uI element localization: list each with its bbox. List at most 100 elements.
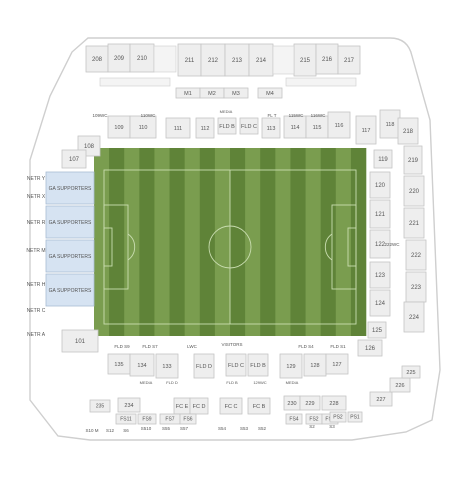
section-117-shape[interactable] xyxy=(355,115,377,145)
section-220[interactable]: 220 xyxy=(403,175,425,207)
section-PS2[interactable]: PS2 xyxy=(329,411,347,423)
section-113[interactable]: 113 xyxy=(261,117,281,139)
upper-north-box-shape[interactable] xyxy=(272,45,295,75)
north-concourse-box-shape[interactable] xyxy=(285,77,357,87)
section-226[interactable]: 226 xyxy=(389,377,411,393)
section-111-shape[interactable] xyxy=(165,117,191,139)
section-227-shape[interactable] xyxy=(369,391,393,407)
section-126[interactable]: 126 xyxy=(357,339,383,357)
section-115[interactable]: 115 xyxy=(305,115,329,139)
upper-north-box[interactable] xyxy=(153,45,177,73)
section-101-shape[interactable] xyxy=(61,329,99,353)
section-219[interactable]: 219 xyxy=(403,145,423,175)
section-222[interactable]: 222 xyxy=(405,239,427,271)
section-119-shape[interactable] xyxy=(373,149,393,169)
section-113-shape[interactable] xyxy=(261,117,281,139)
section-228-shape[interactable] xyxy=(321,395,347,411)
section-134[interactable]: 134 xyxy=(129,353,155,377)
section-PS1-shape[interactable] xyxy=(347,411,363,423)
section-213-shape[interactable] xyxy=(224,43,250,77)
section-211[interactable]: 211 xyxy=(177,43,202,77)
section-222-shape[interactable] xyxy=(405,239,427,271)
section-FLD C[interactable]: FLD C xyxy=(225,353,247,377)
section-213[interactable]: 213 xyxy=(224,43,250,77)
section-215[interactable]: 215 xyxy=(293,43,317,77)
section-121-shape[interactable] xyxy=(369,199,391,229)
section-114[interactable]: 114 xyxy=(283,115,307,139)
section-FC D[interactable]: FC D xyxy=(189,397,209,415)
section-224-shape[interactable] xyxy=(403,301,425,333)
section-125[interactable]: 125 xyxy=(367,321,387,339)
section-FC E[interactable]: FC E xyxy=(173,397,191,415)
ga-supporters-section[interactable]: GA SUPPORTERS xyxy=(45,273,95,307)
section-214[interactable]: 214 xyxy=(248,43,274,77)
section-126-shape[interactable] xyxy=(357,339,383,357)
section-PS2-shape[interactable] xyxy=(329,411,347,423)
section-110[interactable]: 110 xyxy=(129,115,157,139)
section-PS1[interactable]: PS1 xyxy=(347,411,363,423)
section-116-shape[interactable] xyxy=(327,111,351,139)
section-129[interactable]: 129 xyxy=(279,353,303,379)
section-217[interactable]: 217 xyxy=(337,45,361,75)
section-FLD B[interactable]: FLD B xyxy=(247,353,269,377)
section-217-shape[interactable] xyxy=(337,45,361,75)
section-117[interactable]: 117 xyxy=(355,115,377,145)
section-FS2[interactable]: FS2 xyxy=(305,413,323,425)
section-133[interactable]: 133 xyxy=(155,353,179,379)
section-214-shape[interactable] xyxy=(248,43,274,77)
section-FLD B-shape[interactable] xyxy=(247,353,269,377)
section-229[interactable]: 229 xyxy=(299,395,321,411)
section-230[interactable]: 230 xyxy=(283,395,301,411)
section-M3-shape[interactable] xyxy=(223,87,249,99)
section-FC B[interactable]: FC B xyxy=(247,397,271,415)
section-FLD B-shape[interactable] xyxy=(217,117,237,135)
section-224[interactable]: 224 xyxy=(403,301,425,333)
ga-supporters-section-shape[interactable] xyxy=(45,273,95,307)
section-101[interactable]: 101 xyxy=(61,329,99,353)
section-123[interactable]: 123 xyxy=(369,261,391,289)
section-120[interactable]: 120 xyxy=(369,171,391,199)
section-226-shape[interactable] xyxy=(389,377,411,393)
section-FS6[interactable]: FS6 xyxy=(179,413,197,425)
section-122[interactable]: 122 xyxy=(369,229,391,259)
section-111[interactable]: 111 xyxy=(165,117,191,139)
section-119[interactable]: 119 xyxy=(373,149,393,169)
ga-supporters-section-shape[interactable] xyxy=(45,239,95,273)
section-127-shape[interactable] xyxy=(325,353,349,375)
section-221-shape[interactable] xyxy=(403,207,425,239)
ga-supporters-section[interactable]: GA SUPPORTERS xyxy=(45,205,95,239)
section-112-shape[interactable] xyxy=(195,117,215,139)
section-FLD B[interactable]: FLD B xyxy=(217,117,237,135)
north-concourse-box-shape[interactable] xyxy=(99,77,171,87)
section-FS9[interactable]: FS9 xyxy=(137,413,157,425)
section-112[interactable]: 112 xyxy=(195,117,215,139)
section-FLD D[interactable]: FLD D xyxy=(193,353,215,379)
north-concourse-box[interactable] xyxy=(285,77,357,87)
section-FS6-shape[interactable] xyxy=(179,413,197,425)
section-218-shape[interactable] xyxy=(397,117,419,145)
section-234[interactable]: 234 xyxy=(117,397,141,413)
section-234-shape[interactable] xyxy=(117,397,141,413)
section-M4[interactable]: M4 xyxy=(257,87,283,99)
section-129-shape[interactable] xyxy=(279,353,303,379)
section-235-shape[interactable] xyxy=(89,399,111,413)
section-FLD D-shape[interactable] xyxy=(193,353,215,379)
section-221[interactable]: 221 xyxy=(403,207,425,239)
section-107[interactable]: 107 xyxy=(61,149,87,169)
ga-supporters-section[interactable]: GA SUPPORTERS xyxy=(45,171,95,205)
north-concourse-box[interactable] xyxy=(99,77,171,87)
section-124[interactable]: 124 xyxy=(369,289,391,317)
section-227[interactable]: 227 xyxy=(369,391,393,407)
section-FS7[interactable]: FS7 xyxy=(159,413,181,425)
section-235[interactable]: 235 xyxy=(89,399,111,413)
section-120-shape[interactable] xyxy=(369,171,391,199)
section-225[interactable]: 225 xyxy=(401,365,421,379)
section-220-shape[interactable] xyxy=(403,175,425,207)
section-M1[interactable]: M1 xyxy=(175,87,201,99)
section-122-shape[interactable] xyxy=(369,229,391,259)
section-225-shape[interactable] xyxy=(401,365,421,379)
section-FC C-shape[interactable] xyxy=(219,397,243,415)
section-210[interactable]: 210 xyxy=(129,43,155,73)
ga-supporters-section-shape[interactable] xyxy=(45,171,95,205)
section-M3[interactable]: M3 xyxy=(223,87,249,99)
